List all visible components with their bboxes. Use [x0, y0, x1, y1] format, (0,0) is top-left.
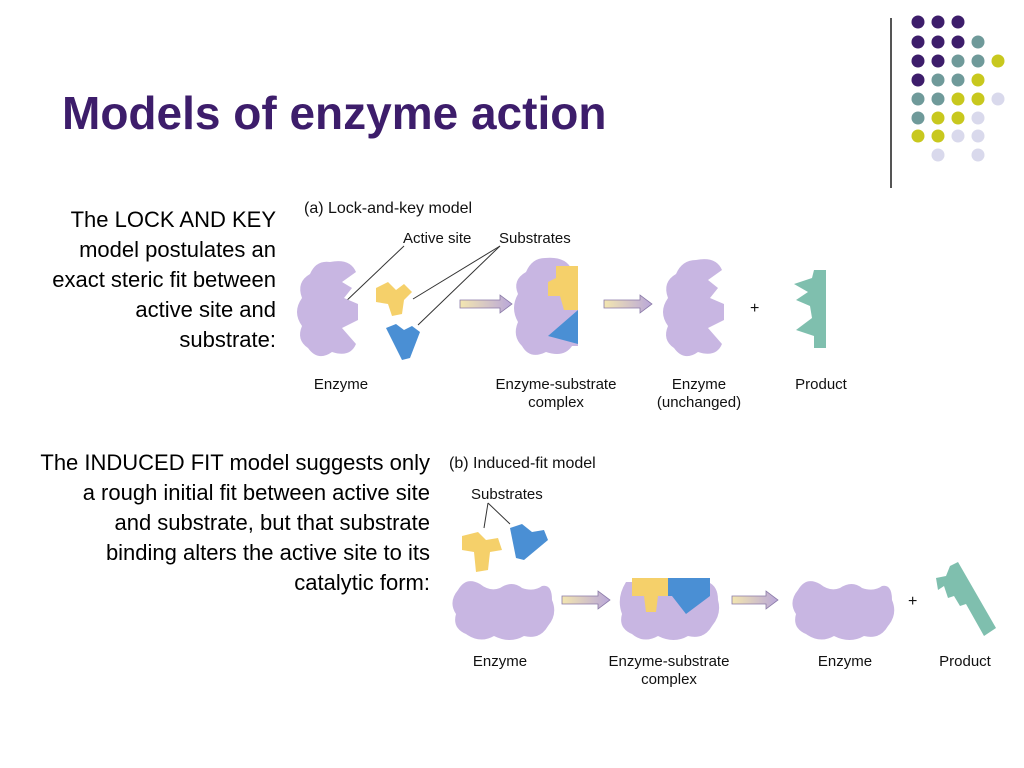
plus-sign-b: + — [908, 593, 917, 610]
page-title: Models of enzyme action — [62, 87, 607, 139]
product-shape-a — [794, 270, 826, 348]
complex-substrate-blue — [548, 310, 578, 344]
substrate-yellow-a — [376, 282, 412, 316]
product-shape-b — [936, 562, 996, 636]
label-complex-a-line1: Enzyme-substrate — [496, 376, 617, 393]
arrow-a2 — [603, 294, 653, 314]
lock-and-key-description: The LOCK AND KEY model postulates an exa… — [52, 207, 276, 352]
label-complex-b-line1: Enzyme-substrate — [609, 653, 730, 670]
enzyme-shape-b3 — [792, 581, 895, 640]
complex-b-substrate-yellow — [632, 578, 668, 612]
label-enzyme-unchanged-line1: Enzyme — [672, 376, 726, 393]
lock-and-key-heading: (a) Lock-and-key model — [304, 200, 472, 217]
induced-fit-description: The INDUCED FIT model suggests only a ro… — [40, 450, 430, 595]
leader-line-b-1 — [483, 502, 489, 529]
label-complex-b-line2: complex — [641, 671, 697, 688]
substrate-blue-a — [386, 324, 420, 360]
label-enzyme-unchanged-line2: (unchanged) — [657, 394, 741, 411]
arrow-a1 — [459, 294, 513, 314]
label-product-a: Product — [795, 376, 848, 393]
complex-substrate-yellow — [548, 266, 578, 310]
label-enzyme-after-b: Enzyme — [818, 653, 872, 670]
lock-and-key-diagram: (a) Lock-and-key model Active site Subst… — [297, 200, 848, 411]
label-active-site: Active site — [403, 230, 471, 247]
leader-line-substrate-1 — [412, 245, 501, 300]
label-substrates-a: Substrates — [499, 230, 571, 247]
induced-fit-diagram: (b) Induced-fit model Substrates + Enzym… — [449, 455, 996, 688]
label-enzyme-a: Enzyme — [314, 376, 368, 393]
induced-fit-heading: (b) Induced-fit model — [449, 455, 596, 472]
leader-line-active-site — [342, 245, 405, 305]
plus-sign-a: + — [750, 300, 759, 317]
label-enzyme-b: Enzyme — [473, 653, 527, 670]
leader-line-substrate-2 — [417, 245, 501, 326]
arrow-b2 — [731, 590, 779, 610]
label-substrates-b: Substrates — [471, 486, 543, 503]
substrate-yellow-b — [462, 532, 502, 572]
enzyme-shape-a1 — [297, 261, 358, 357]
leader-line-b-2 — [487, 502, 511, 525]
vertical-divider — [890, 18, 892, 188]
label-complex-a-line2: complex — [528, 394, 584, 411]
enzyme-shape-b1 — [452, 581, 555, 640]
label-product-b: Product — [939, 653, 992, 670]
enzyme-shape-a3 — [663, 259, 724, 357]
complex-b-substrate-blue — [668, 578, 710, 614]
substrate-blue-b — [510, 524, 548, 560]
arrow-b1 — [561, 590, 611, 610]
